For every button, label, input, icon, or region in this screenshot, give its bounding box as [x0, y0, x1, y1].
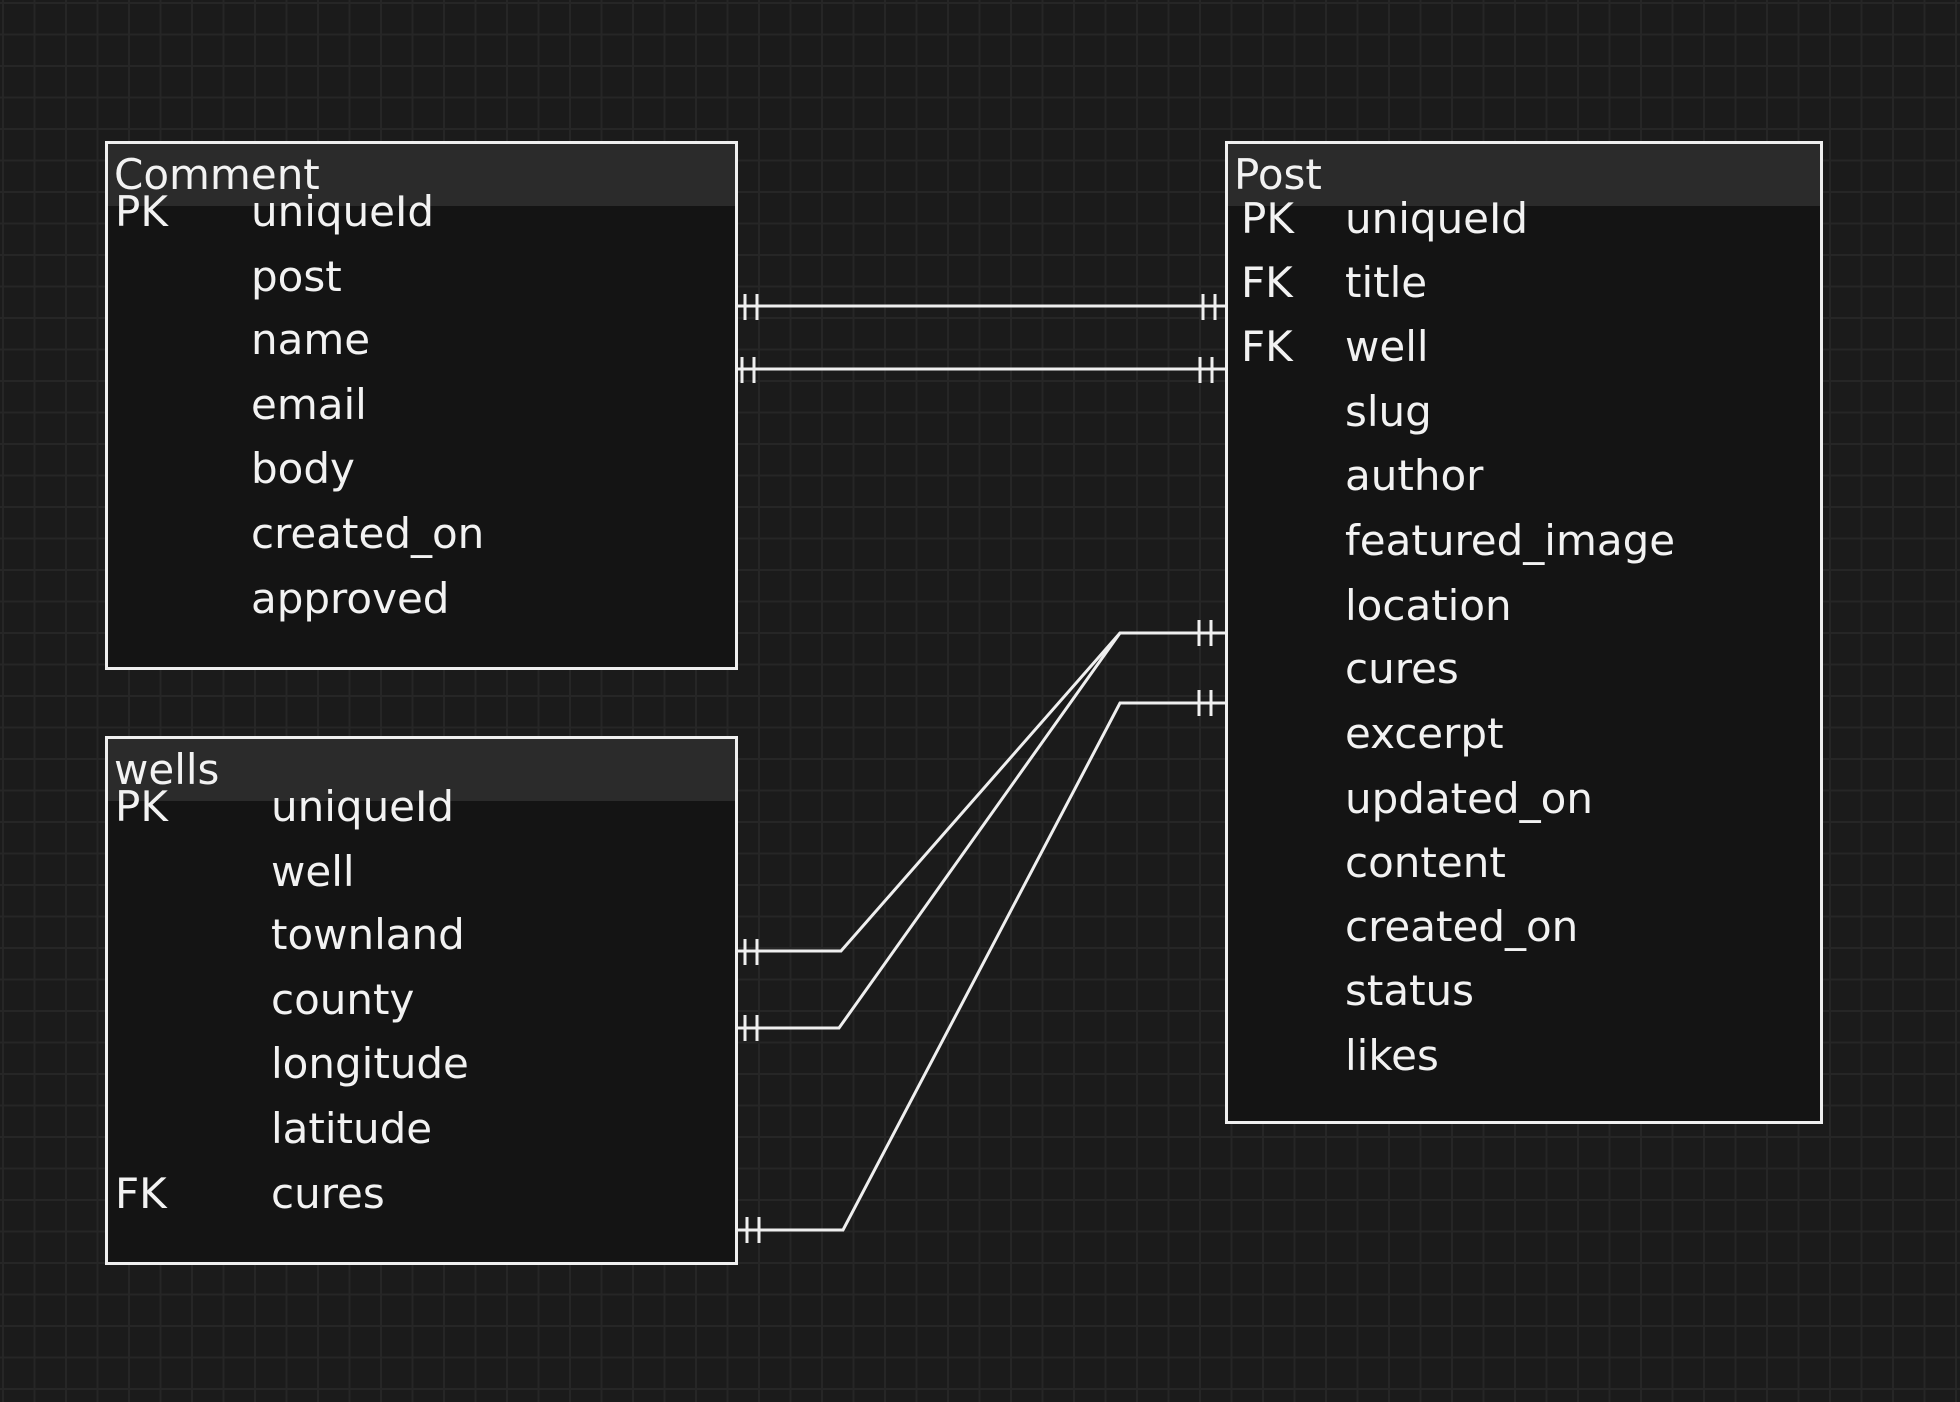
field-name: likes	[1345, 1031, 1439, 1080]
entity-post-field[interactable]: updated_on	[1228, 767, 1820, 831]
entity-post-field[interactable]: author	[1228, 444, 1820, 508]
entity-wells-title[interactable]: wells	[108, 739, 735, 801]
field-key: FK	[115, 1169, 167, 1218]
entity-wells-field[interactable]: longitude	[108, 1032, 735, 1096]
field-name: cures	[1345, 644, 1459, 693]
field-name: cures	[271, 1169, 385, 1218]
field-name: content	[1345, 838, 1506, 887]
field-name: uniqueId	[271, 782, 455, 831]
entity-wells-field[interactable]: latitude	[108, 1097, 735, 1161]
field-name: well	[271, 847, 355, 896]
entity-post[interactable]: Post PK uniqueId FK title FK well slug a…	[1225, 141, 1823, 1124]
entity-comment-field[interactable]: approved	[108, 567, 735, 631]
relationship-wells-cures-to-post-cures[interactable]	[738, 690, 1225, 1243]
entity-post-field[interactable]: excerpt	[1228, 702, 1820, 766]
relationship-wells-townland-to-post-location[interactable]	[738, 620, 1225, 965]
entity-comment-field[interactable]: name	[108, 308, 735, 372]
entity-comment[interactable]: Comment PK uniqueId post name email body…	[105, 141, 738, 670]
entity-post-field[interactable]: PK uniqueId	[1228, 187, 1820, 251]
entity-post-field[interactable]: slug	[1228, 380, 1820, 444]
entity-wells-field[interactable]: townland	[108, 903, 735, 967]
entity-comment-field[interactable]: PK uniqueId	[108, 180, 735, 244]
field-name: county	[271, 975, 415, 1024]
entity-post-field[interactable]: status	[1228, 959, 1820, 1023]
field-name: created_on	[251, 509, 485, 558]
field-name: longitude	[271, 1039, 469, 1088]
entity-post-field[interactable]: FK title	[1228, 251, 1820, 315]
field-name: latitude	[271, 1104, 433, 1153]
field-name: uniqueId	[251, 187, 435, 236]
field-name: approved	[251, 574, 450, 623]
field-name: excerpt	[1345, 709, 1504, 758]
field-name: updated_on	[1345, 774, 1593, 823]
entity-comment-field[interactable]: email	[108, 373, 735, 437]
field-name: post	[251, 252, 342, 301]
entity-wells-field[interactable]: FK cures	[108, 1162, 735, 1226]
field-name: name	[251, 315, 371, 364]
entity-post-field[interactable]: cures	[1228, 637, 1820, 701]
entity-post-field[interactable]: location	[1228, 574, 1820, 638]
field-name: created_on	[1345, 902, 1579, 951]
field-name: featured_image	[1345, 516, 1676, 565]
field-name: slug	[1345, 387, 1432, 436]
field-name: email	[251, 380, 367, 429]
entity-post-field[interactable]: created_on	[1228, 895, 1820, 959]
entity-post-field[interactable]: FK well	[1228, 315, 1820, 379]
entity-wells-field[interactable]: well	[108, 840, 735, 904]
field-name: well	[1345, 322, 1429, 371]
relationship-comment-post-to-post-title[interactable]	[738, 294, 1228, 320]
entity-post-title[interactable]: Post	[1228, 144, 1820, 206]
field-key: PK	[115, 187, 168, 236]
entity-wells-field[interactable]: county	[108, 968, 735, 1032]
field-name: title	[1345, 258, 1428, 307]
field-name: body	[251, 444, 355, 493]
field-name: location	[1345, 581, 1512, 630]
entity-wells[interactable]: wells PK uniqueId well townland county l…	[105, 736, 738, 1265]
entity-comment-field[interactable]: post	[108, 245, 735, 309]
field-key: PK	[115, 782, 168, 831]
field-key: FK	[1241, 322, 1293, 371]
relationship-wells-county-to-post-location[interactable]	[735, 632, 1122, 1041]
field-key: FK	[1241, 258, 1293, 307]
entity-comment-field[interactable]: created_on	[108, 502, 735, 566]
field-name: status	[1345, 966, 1475, 1015]
relationship-comment-name-to-post-well[interactable]	[735, 357, 1225, 383]
field-name: townland	[271, 910, 465, 959]
field-name: uniqueId	[1345, 194, 1529, 243]
entity-post-field[interactable]: likes	[1228, 1024, 1820, 1088]
field-key: PK	[1241, 194, 1294, 243]
field-name: author	[1345, 451, 1484, 500]
entity-post-field[interactable]: content	[1228, 831, 1820, 895]
entity-post-field[interactable]: featured_image	[1228, 509, 1820, 573]
entity-comment-title[interactable]: Comment	[108, 144, 735, 206]
entity-wells-field[interactable]: PK uniqueId	[108, 775, 735, 839]
entity-comment-field[interactable]: body	[108, 437, 735, 501]
